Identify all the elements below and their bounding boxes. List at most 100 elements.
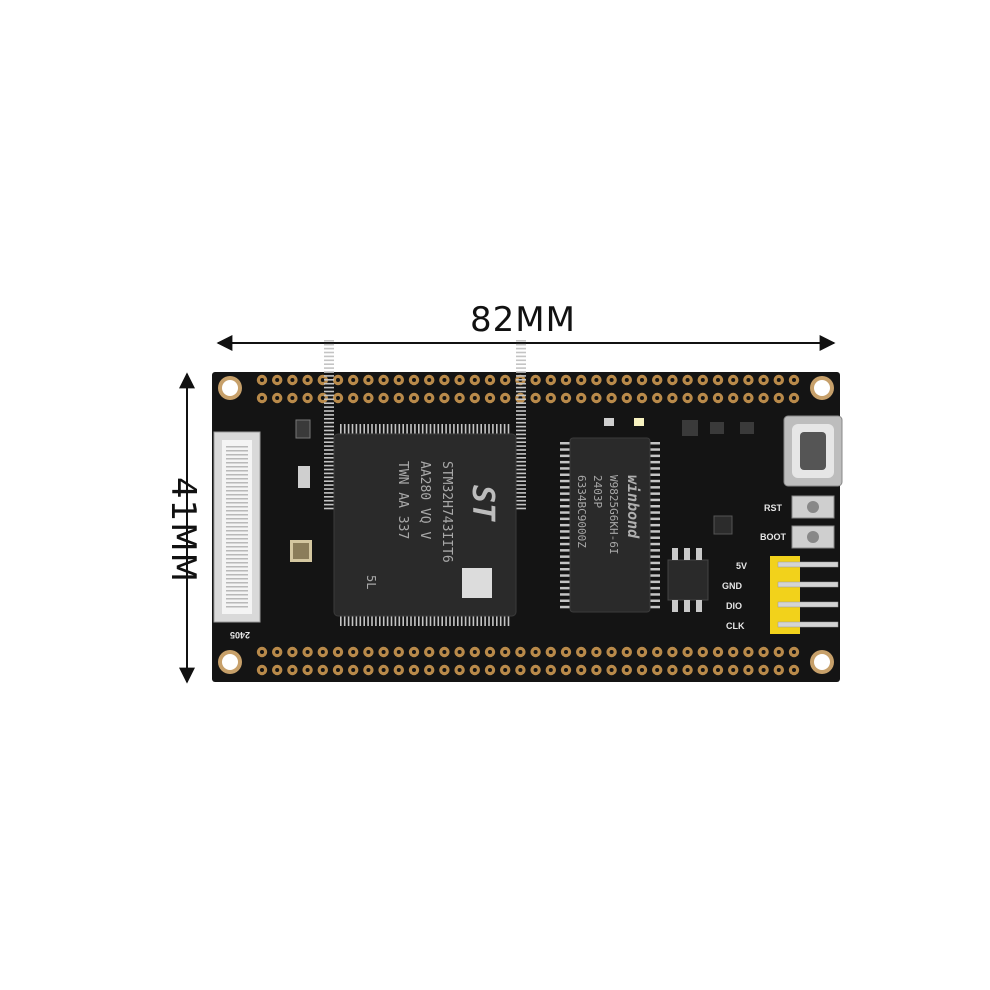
fpc-pin bbox=[226, 582, 248, 584]
sdram-pin bbox=[560, 599, 570, 602]
fpc-pin bbox=[226, 578, 248, 580]
mcu-pin bbox=[410, 616, 412, 626]
gpio-pad-hole bbox=[746, 650, 751, 654]
header-pin bbox=[777, 621, 839, 628]
gpio-pad-rows bbox=[256, 374, 800, 676]
gpio-pad-hole bbox=[488, 668, 492, 672]
sdram-pin bbox=[650, 568, 660, 571]
mcu-pin bbox=[516, 410, 526, 412]
mcu-pin bbox=[324, 507, 334, 510]
gpio-pad-hole bbox=[700, 650, 705, 654]
mcu-pin bbox=[324, 476, 334, 479]
sdram-pin bbox=[650, 542, 660, 546]
mcu-pin bbox=[324, 445, 334, 447]
gpio-pad-hole bbox=[427, 650, 432, 654]
gpio-pad-hole bbox=[442, 650, 447, 654]
mcu-pin bbox=[472, 616, 475, 626]
gpio-pad-hole bbox=[609, 378, 614, 382]
mcu-pin bbox=[516, 398, 526, 401]
gpio-pad-hole bbox=[700, 396, 705, 400]
mcu-pin bbox=[324, 433, 334, 436]
fpc-pin bbox=[226, 446, 248, 448]
mcu-pin bbox=[441, 424, 443, 434]
gpio-pad-hole bbox=[320, 396, 325, 400]
mcu-pin bbox=[516, 390, 526, 393]
mcu-pin bbox=[516, 433, 526, 436]
gpio-pad-hole bbox=[412, 650, 416, 654]
mcu-pin bbox=[324, 375, 334, 377]
mcu-pin bbox=[324, 347, 334, 350]
mcu-pin bbox=[437, 616, 440, 626]
gpio-pad-hole bbox=[761, 396, 766, 400]
mcu-pin bbox=[499, 424, 502, 434]
gpio-pad-hole bbox=[366, 378, 371, 382]
fpc-pin bbox=[226, 474, 248, 476]
sdram-pin bbox=[650, 605, 660, 609]
mcu-pin bbox=[460, 424, 463, 434]
gpio-pad-hole bbox=[488, 650, 492, 654]
mcu-pin bbox=[516, 367, 526, 369]
sdram-pin bbox=[650, 479, 660, 483]
gpio-pad-hole bbox=[260, 378, 264, 382]
gpio-pad-hole bbox=[655, 650, 660, 654]
sdram-pin bbox=[560, 505, 570, 508]
gpio-pad-hole bbox=[640, 668, 644, 672]
fpc-pin bbox=[226, 594, 248, 596]
fpc-pin bbox=[226, 478, 248, 480]
regulator-chip bbox=[667, 548, 709, 612]
sdram-pin bbox=[560, 460, 570, 464]
gpio-pad-hole bbox=[351, 650, 356, 654]
sdram-pin bbox=[650, 448, 660, 451]
gpio-pad-hole bbox=[366, 668, 371, 672]
gpio-pad-hole bbox=[685, 668, 690, 672]
sdram-pin bbox=[560, 536, 570, 539]
mcu-pin bbox=[386, 424, 389, 434]
mcu-pin bbox=[516, 382, 526, 385]
sdram-pin bbox=[560, 542, 570, 546]
mcu-pin bbox=[324, 472, 334, 475]
fpc-pin bbox=[226, 534, 248, 536]
gpio-pad-hole bbox=[624, 668, 629, 672]
boot-button bbox=[791, 525, 835, 549]
mcu-pin bbox=[516, 340, 526, 342]
gpio-pad-hole bbox=[305, 396, 310, 400]
sdram-pin bbox=[560, 574, 570, 577]
gpio-pad-hole bbox=[472, 650, 477, 654]
fpc-pin bbox=[226, 586, 248, 588]
gpio-pad-hole bbox=[427, 668, 432, 672]
gpio-pad-hole bbox=[472, 378, 477, 382]
mcu-pin bbox=[379, 616, 381, 626]
mcu-pin bbox=[324, 390, 334, 393]
gpio-pad-hole bbox=[442, 396, 447, 400]
mounting-holes bbox=[218, 376, 834, 674]
gpio-pad-hole bbox=[624, 378, 629, 382]
mcu-pin bbox=[460, 616, 463, 626]
mcu-pin bbox=[324, 351, 334, 354]
mcu-pin bbox=[402, 616, 404, 626]
gpio-pad-hole bbox=[366, 396, 371, 400]
mcu-pin bbox=[324, 492, 334, 494]
gpio-pad-hole bbox=[640, 396, 644, 400]
sdram-pin bbox=[560, 486, 570, 489]
mcu-pin bbox=[324, 488, 334, 490]
mcu-pin bbox=[516, 464, 526, 467]
gpio-pad-hole bbox=[351, 668, 356, 672]
mcu-pin bbox=[386, 616, 389, 626]
gpio-pad-hole bbox=[457, 396, 462, 400]
gpio-pad-hole bbox=[351, 378, 356, 382]
mcu-pin bbox=[516, 457, 526, 459]
gpio-pad-hole bbox=[792, 650, 796, 654]
mcu-pin bbox=[340, 616, 342, 626]
mcu-line-3: TWN AA 337 bbox=[395, 461, 410, 539]
mcu-pin bbox=[516, 437, 526, 440]
gpio-pad-hole bbox=[305, 668, 310, 672]
gpio-pad-hole bbox=[457, 650, 462, 654]
gpio-pad-hole bbox=[716, 650, 720, 654]
mcu-pin bbox=[324, 437, 334, 440]
mcu-pin bbox=[516, 402, 526, 404]
fpc-pin bbox=[226, 522, 248, 524]
gpio-pad-hole bbox=[503, 378, 508, 382]
mcu-pin bbox=[516, 496, 526, 498]
connector-label: 2405 bbox=[230, 630, 250, 640]
